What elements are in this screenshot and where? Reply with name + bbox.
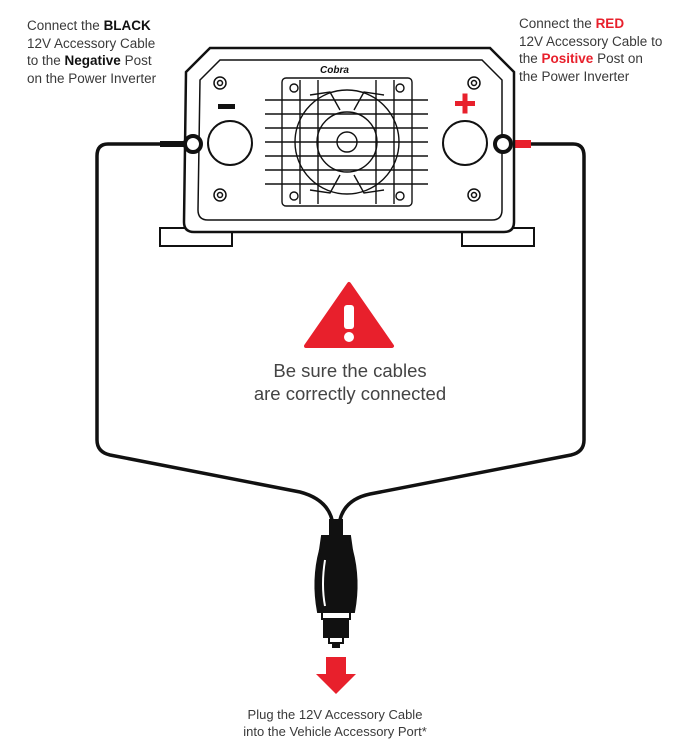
black-ring-connector-icon [183, 134, 203, 154]
warning-icon [304, 282, 394, 348]
screw-icon [213, 76, 481, 202]
plug-instruction: Plug the 12V Accessory Cable into the Ve… [243, 707, 427, 739]
red-ring-connector-icon [493, 134, 513, 154]
positive-terminal [442, 120, 488, 166]
black-cable [95, 142, 335, 527]
negative-sign-icon [218, 104, 235, 109]
warning-message: Be sure the cables are correctly connect… [253, 360, 447, 404]
arrow-down-icon [316, 657, 356, 694]
positive-sign-icon [455, 93, 475, 114]
brand-logo: Cobra [320, 65, 349, 76]
black-cable-instruction: Connect the BLACK 12V Accessory Cable to… [27, 18, 157, 86]
inverter-bezel [197, 59, 503, 221]
inverter-body [182, 46, 516, 234]
accessory-plug-icon [314, 519, 358, 648]
fan-grille-icon [265, 77, 428, 207]
red-cable-instruction: Connect the RED 12V Accessory Cable to t… [519, 16, 663, 84]
red-cable [337, 142, 586, 527]
negative-terminal [207, 120, 253, 166]
red-cable-sleeve [513, 140, 531, 148]
